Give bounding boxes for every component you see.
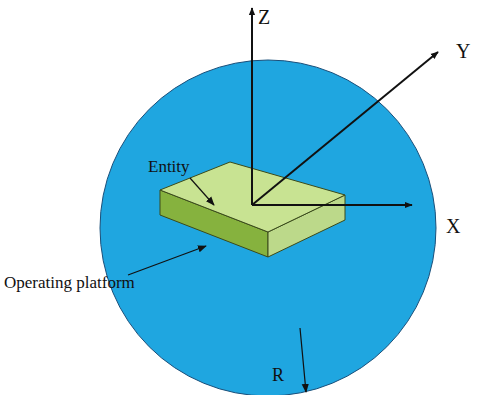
part-name: Entity bbox=[148, 158, 190, 177]
y-axis bbox=[252, 52, 438, 205]
radius-arrow bbox=[300, 328, 306, 392]
axis-label: Y bbox=[456, 40, 470, 62]
workspace-sphere bbox=[100, 60, 436, 395]
axis-label: X bbox=[446, 215, 460, 237]
part-name: Operating platform bbox=[4, 274, 135, 293]
axes bbox=[252, 8, 438, 205]
x-axis bbox=[252, 204, 412, 206]
leader-lines bbox=[128, 178, 306, 392]
platform-leader bbox=[128, 246, 206, 275]
entity-leader bbox=[190, 178, 214, 205]
z-axis bbox=[251, 8, 253, 205]
dimension-label: R bbox=[272, 366, 284, 386]
axis-label: Z bbox=[258, 6, 270, 28]
